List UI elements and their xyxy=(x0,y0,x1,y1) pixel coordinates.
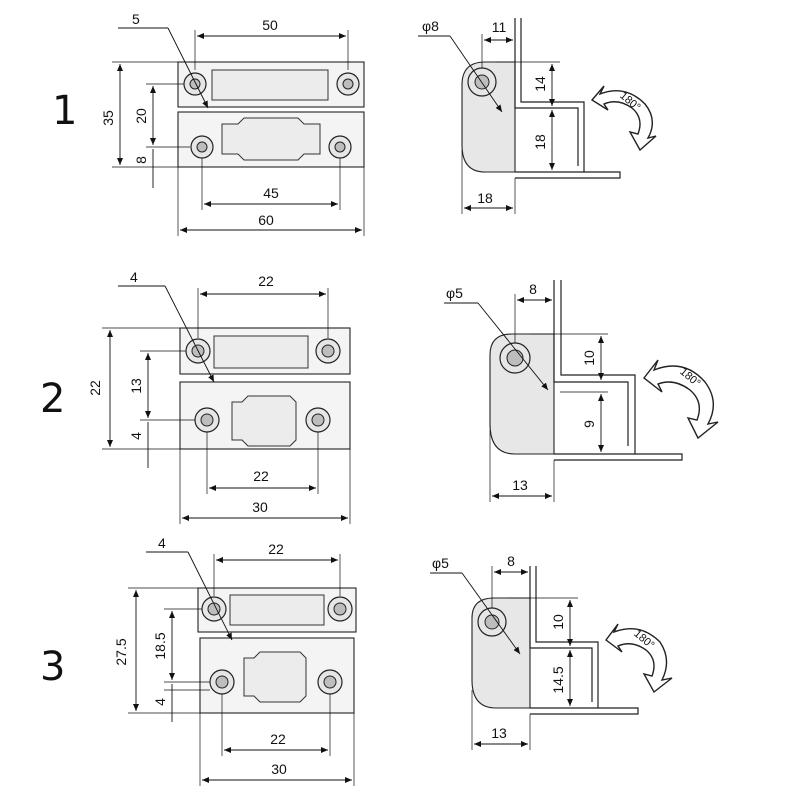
front-view: 22 4 27.5 18.5 4 22 xyxy=(113,535,357,786)
knuckle-slot xyxy=(229,594,325,626)
dim-screw-dia: 4 xyxy=(130,269,138,285)
knuckle-cutout xyxy=(221,117,321,161)
dim-depth: 18 xyxy=(477,190,493,206)
front-view: 50 5 35 20 8 45 6 xyxy=(100,11,365,236)
screw-hole-center xyxy=(311,413,325,427)
hinge-3: 3 22 4 27.5 xyxy=(40,535,673,786)
dim-height: 27.5 xyxy=(113,638,129,665)
knuckle-slot xyxy=(211,69,329,101)
dim-total-width: 60 xyxy=(258,212,274,228)
dim-offset: 8 xyxy=(529,281,537,297)
screw-hole-center xyxy=(196,141,208,153)
front-view: 22 4 22 13 4 22 3 xyxy=(87,269,351,524)
hinge-2: 2 22 4 22 xyxy=(40,269,719,524)
dim-bottom-drop: 9 xyxy=(581,420,597,428)
dim-hole-spacing: 45 xyxy=(263,185,279,201)
screw-hole-center xyxy=(323,675,337,689)
dim-pin-dia: φ8 xyxy=(422,18,439,34)
hinge-number: 3 xyxy=(40,644,65,690)
pin-center xyxy=(506,349,524,367)
rotation-arrow-icon: 180° xyxy=(605,623,673,694)
screw-hole-center xyxy=(189,78,201,90)
dim-bottom-drop: 18 xyxy=(532,134,548,150)
screw-hole-center xyxy=(342,78,354,90)
side-view: φ5 8 10 14.5 13 180° xyxy=(430,553,673,750)
rotation-arrow-icon: 180° xyxy=(590,85,657,152)
dim-lower-offset: 8 xyxy=(133,156,149,164)
dim-top-width: 22 xyxy=(268,541,284,557)
screw-hole-center xyxy=(321,344,335,358)
hinge-number: 1 xyxy=(52,88,77,134)
dim-top-drop: 10 xyxy=(581,350,597,366)
dim-upper-height: 18.5 xyxy=(152,632,168,659)
hinge-1: 1 50 5 35 xyxy=(52,11,657,236)
dim-upper-height: 20 xyxy=(133,108,149,124)
screw-hole-center xyxy=(333,602,347,616)
dim-top-width: 22 xyxy=(258,273,274,289)
dim-depth: 13 xyxy=(491,725,507,741)
screw-hole-center xyxy=(334,141,346,153)
screw-hole-center xyxy=(200,413,214,427)
dim-bottom-drop: 14.5 xyxy=(550,666,566,693)
dim-depth: 13 xyxy=(512,477,528,493)
dim-top-drop: 14 xyxy=(532,76,548,92)
dim-hole-spacing: 22 xyxy=(270,731,286,747)
dim-total-width: 30 xyxy=(271,761,287,777)
side-view: φ8 11 14 18 18 180° xyxy=(418,18,657,214)
dim-screw-dia: 4 xyxy=(158,535,166,551)
dim-screw-dia: 5 xyxy=(132,11,140,27)
dim-pin-dia: φ5 xyxy=(432,555,449,571)
screw-hole-center xyxy=(215,675,229,689)
dim-hole-spacing: 22 xyxy=(253,468,269,484)
dim-lower-offset: 4 xyxy=(152,698,168,706)
knuckle-cutout xyxy=(231,395,297,447)
side-view: φ5 8 10 9 13 180° xyxy=(444,280,719,502)
hinge-number: 2 xyxy=(40,376,65,422)
knuckle-slot xyxy=(213,335,309,369)
dim-offset: 8 xyxy=(507,553,515,569)
dim-pin-dia: φ5 xyxy=(446,285,463,301)
dim-height: 22 xyxy=(87,380,103,396)
dim-lower-offset: 4 xyxy=(128,432,144,440)
dim-top-width: 50 xyxy=(262,17,278,33)
knuckle-cutout xyxy=(243,651,307,703)
dim-total-width: 30 xyxy=(252,499,268,515)
dim-upper-height: 13 xyxy=(128,378,144,394)
dim-offset: 11 xyxy=(492,19,507,35)
dim-height: 35 xyxy=(100,110,116,126)
rotation-arrow-icon: 180° xyxy=(643,359,719,440)
dim-top-drop: 10 xyxy=(550,614,566,630)
